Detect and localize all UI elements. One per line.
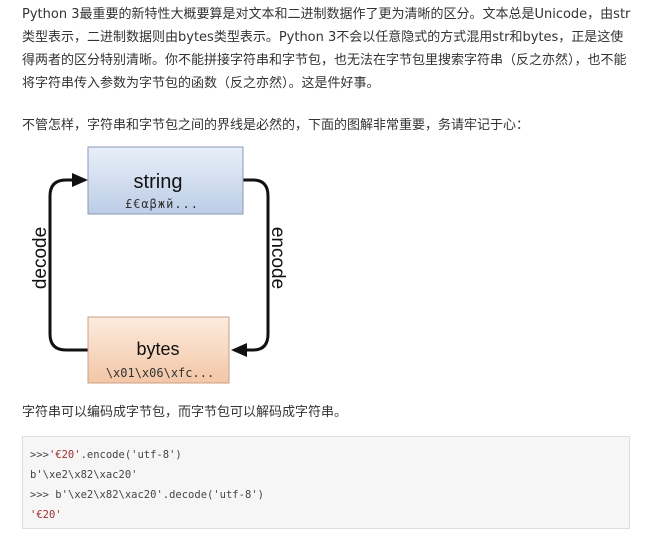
bytes-box [87, 316, 230, 384]
code-block: >>>'€20'.encode('utf-8')b'\xe2\x82\xac20… [22, 436, 630, 529]
string-box-title: string [134, 171, 183, 193]
bytes-box-title: bytes [136, 339, 179, 359]
string-box [87, 146, 244, 215]
decode-label: decode [30, 227, 51, 289]
code-text: b'\xe2\x82\xac20'.decode('utf-8') [55, 489, 264, 501]
code-line: '€20' [30, 505, 629, 525]
code-line: >>>'€20'.encode('utf-8') [30, 445, 629, 465]
str-bytes-diagram: string £€αβжй... bytes \x01\x06\xfc... d… [30, 146, 288, 384]
code-line: b'\xe2\x82\xac20' [30, 465, 629, 485]
code-text: b'\xe2\x82\xac20' [30, 469, 138, 481]
code-text: .encode('utf-8') [80, 449, 182, 461]
intro-paragraph: Python 3最重要的新特性大概要算是对文本和二进制数据作了更为清晰的区分。文… [22, 7, 631, 91]
code-string: '€20' [30, 509, 62, 521]
string-box-sample: £€αβжй... [125, 197, 199, 211]
code-string: '€20' [48, 449, 81, 461]
summary-paragraph: 字符串可以编码成字节包，而字节包可以解码成字符串。 [22, 405, 348, 420]
code-line: >>> b'\xe2\x82\xac20'.decode('utf-8') [30, 485, 629, 505]
encode-label: encode [267, 227, 288, 289]
encode-arrowhead [231, 343, 247, 357]
bytes-box-sample: \x01\x06\xfc... [106, 366, 214, 380]
boundary-paragraph: 不管怎样，字符串和字节包之间的界线是必然的，下面的图解非常重要，务请牢记于心： [22, 118, 530, 133]
code-prompt: >>> [30, 489, 56, 501]
code-prompt: >>> [30, 449, 49, 461]
decode-arrowhead [72, 173, 88, 187]
encode-arrow [240, 178, 270, 352]
decode-arrow [48, 178, 88, 352]
